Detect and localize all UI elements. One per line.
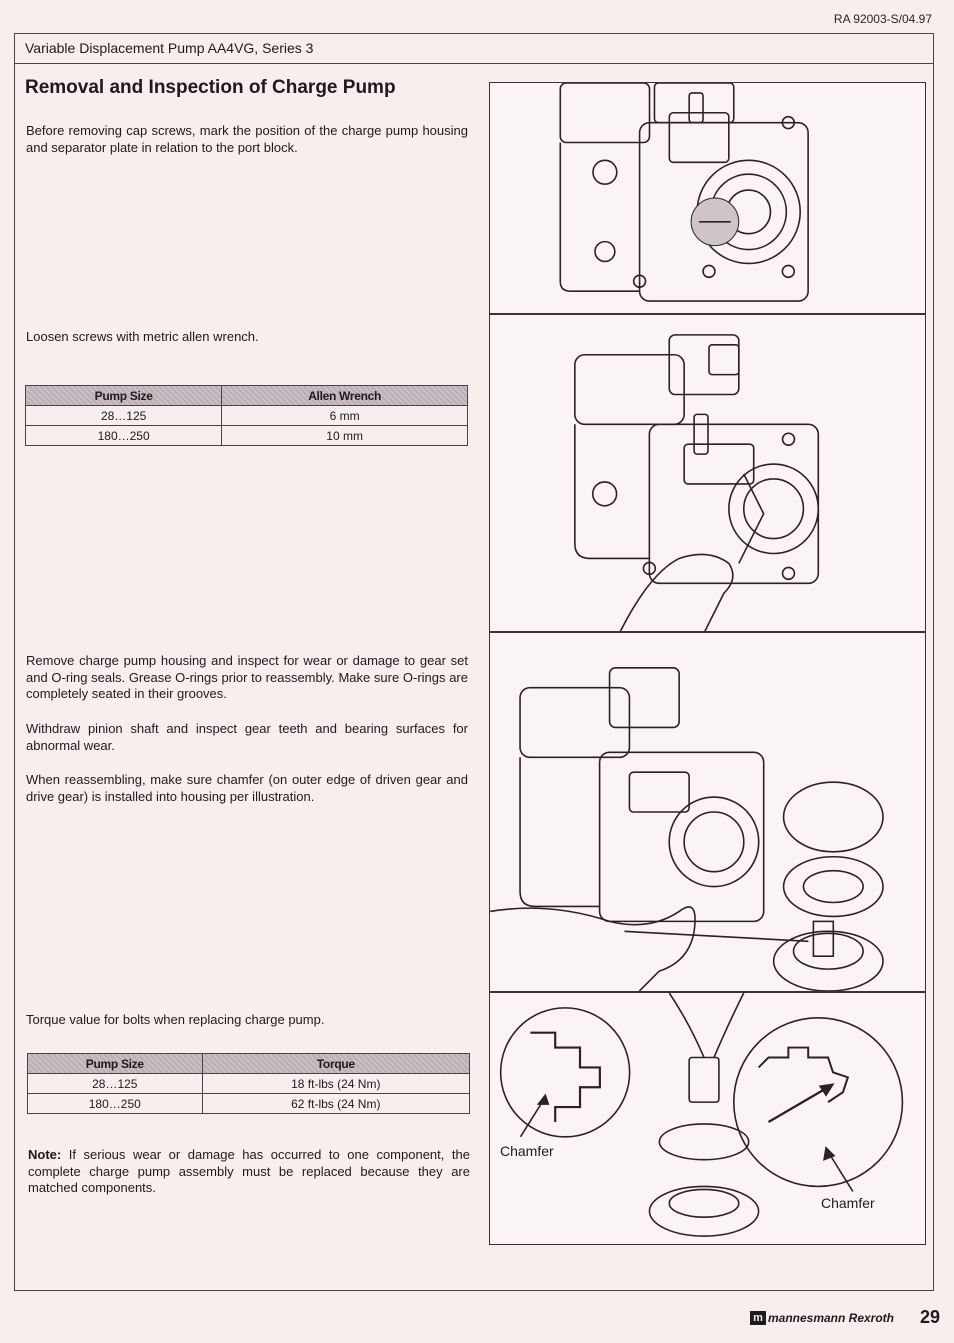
table-row: 180…250 10 mm <box>24 425 468 446</box>
page-number: 29 <box>919 1307 940 1327</box>
table-row: 180…250 62 ft-lbs (24 Nm) <box>27 1093 471 1114</box>
table-row: 28…125 6 mm <box>24 405 468 426</box>
table-header: Allen Wrench <box>221 385 468 406</box>
header-title: Variable Displacement Pump AA4VG, Series… <box>15 34 933 64</box>
chamfer-label-right: Chamfer <box>821 1195 875 1211</box>
table-header: Torque <box>201 1053 471 1074</box>
logo-mark-icon: m <box>749 1311 766 1325</box>
manufacturer-logo: m mannesmann Rexroth <box>749 1311 894 1325</box>
table-cell: 18 ft-lbs (24 Nm) <box>201 1073 471 1094</box>
table-cell: 62 ft-lbs (24 Nm) <box>201 1093 471 1114</box>
figure-loosen-screws <box>489 314 926 632</box>
allen-wrench-table: Pump Size Allen Wrench 28…125 6 mm 180…2… <box>24 385 468 446</box>
pump-drawing-1 <box>559 83 809 302</box>
table-cell: 180…250 <box>27 1093 203 1114</box>
table-cell: 28…125 <box>24 405 223 426</box>
instruction-chamfer: When reassembling, make sure chamfer (on… <box>26 772 468 804</box>
note-text: If serious wear or damage has occurred t… <box>28 1147 470 1195</box>
table-row: 28…125 18 ft-lbs (24 Nm) <box>27 1073 471 1094</box>
table-cell: 28…125 <box>27 1073 203 1094</box>
pump-drawing-2 <box>574 334 820 631</box>
logo-text: mannesmann Rexroth <box>767 1311 894 1325</box>
document-id: RA 92003-S/04.97 <box>833 12 932 26</box>
table-cell: 180…250 <box>24 425 223 446</box>
instruction-mark-position: Before removing cap screws, mark the pos… <box>26 123 468 155</box>
instruction-torque: Torque value for bolts when replacing ch… <box>26 1012 325 1027</box>
note-label: Note: <box>28 1147 62 1162</box>
figure-disassembly <box>489 632 926 992</box>
section-title: Removal and Inspection of Charge Pump <box>25 77 396 98</box>
instruction-loosen-screws: Loosen screws with metric allen wrench. <box>26 329 259 344</box>
instruction-withdraw-shaft: Withdraw pinion shaft and inspect gear t… <box>26 721 468 753</box>
note-paragraph: Note: If serious wear or damage has occu… <box>28 1147 470 1197</box>
figure-chamfer: Chamfer Chamfer <box>489 992 926 1245</box>
instruction-inspect-housing: Remove charge pump housing and inspect f… <box>26 653 468 701</box>
table-header: Pump Size <box>24 385 223 406</box>
page-frame: Variable Displacement Pump AA4VG, Series… <box>14 33 934 1291</box>
table-header: Pump Size <box>27 1053 203 1074</box>
table-cell: 6 mm <box>221 405 468 426</box>
chamfer-label-left: Chamfer <box>500 1143 554 1159</box>
torque-table: Pump Size Torque 28…125 18 ft-lbs (24 Nm… <box>27 1053 471 1114</box>
gear-chamfer-drawing <box>499 993 904 1237</box>
table-cell: 10 mm <box>221 425 468 446</box>
figure-mark-position <box>489 82 926 314</box>
pump-drawing-3 <box>490 667 884 991</box>
